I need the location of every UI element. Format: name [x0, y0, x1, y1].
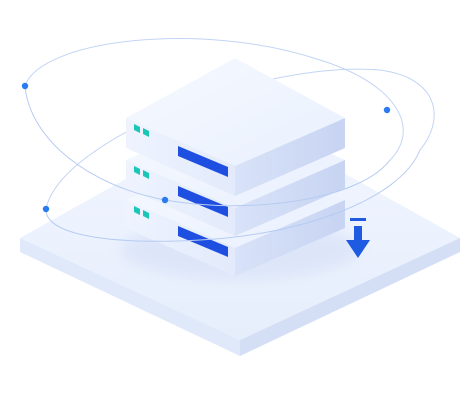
drive-slot	[178, 146, 228, 177]
server-unit-1	[126, 58, 345, 196]
status-led	[143, 210, 149, 219]
status-led	[134, 166, 140, 175]
status-led	[134, 124, 140, 133]
drive-slot	[178, 226, 228, 257]
download-arrow-icon	[346, 218, 370, 258]
orbit-rings-back	[24, 38, 435, 210]
status-led	[143, 170, 149, 179]
status-led	[143, 128, 149, 137]
drive-slot	[178, 186, 228, 217]
status-led	[134, 206, 140, 215]
orbit-dots	[21, 82, 391, 213]
